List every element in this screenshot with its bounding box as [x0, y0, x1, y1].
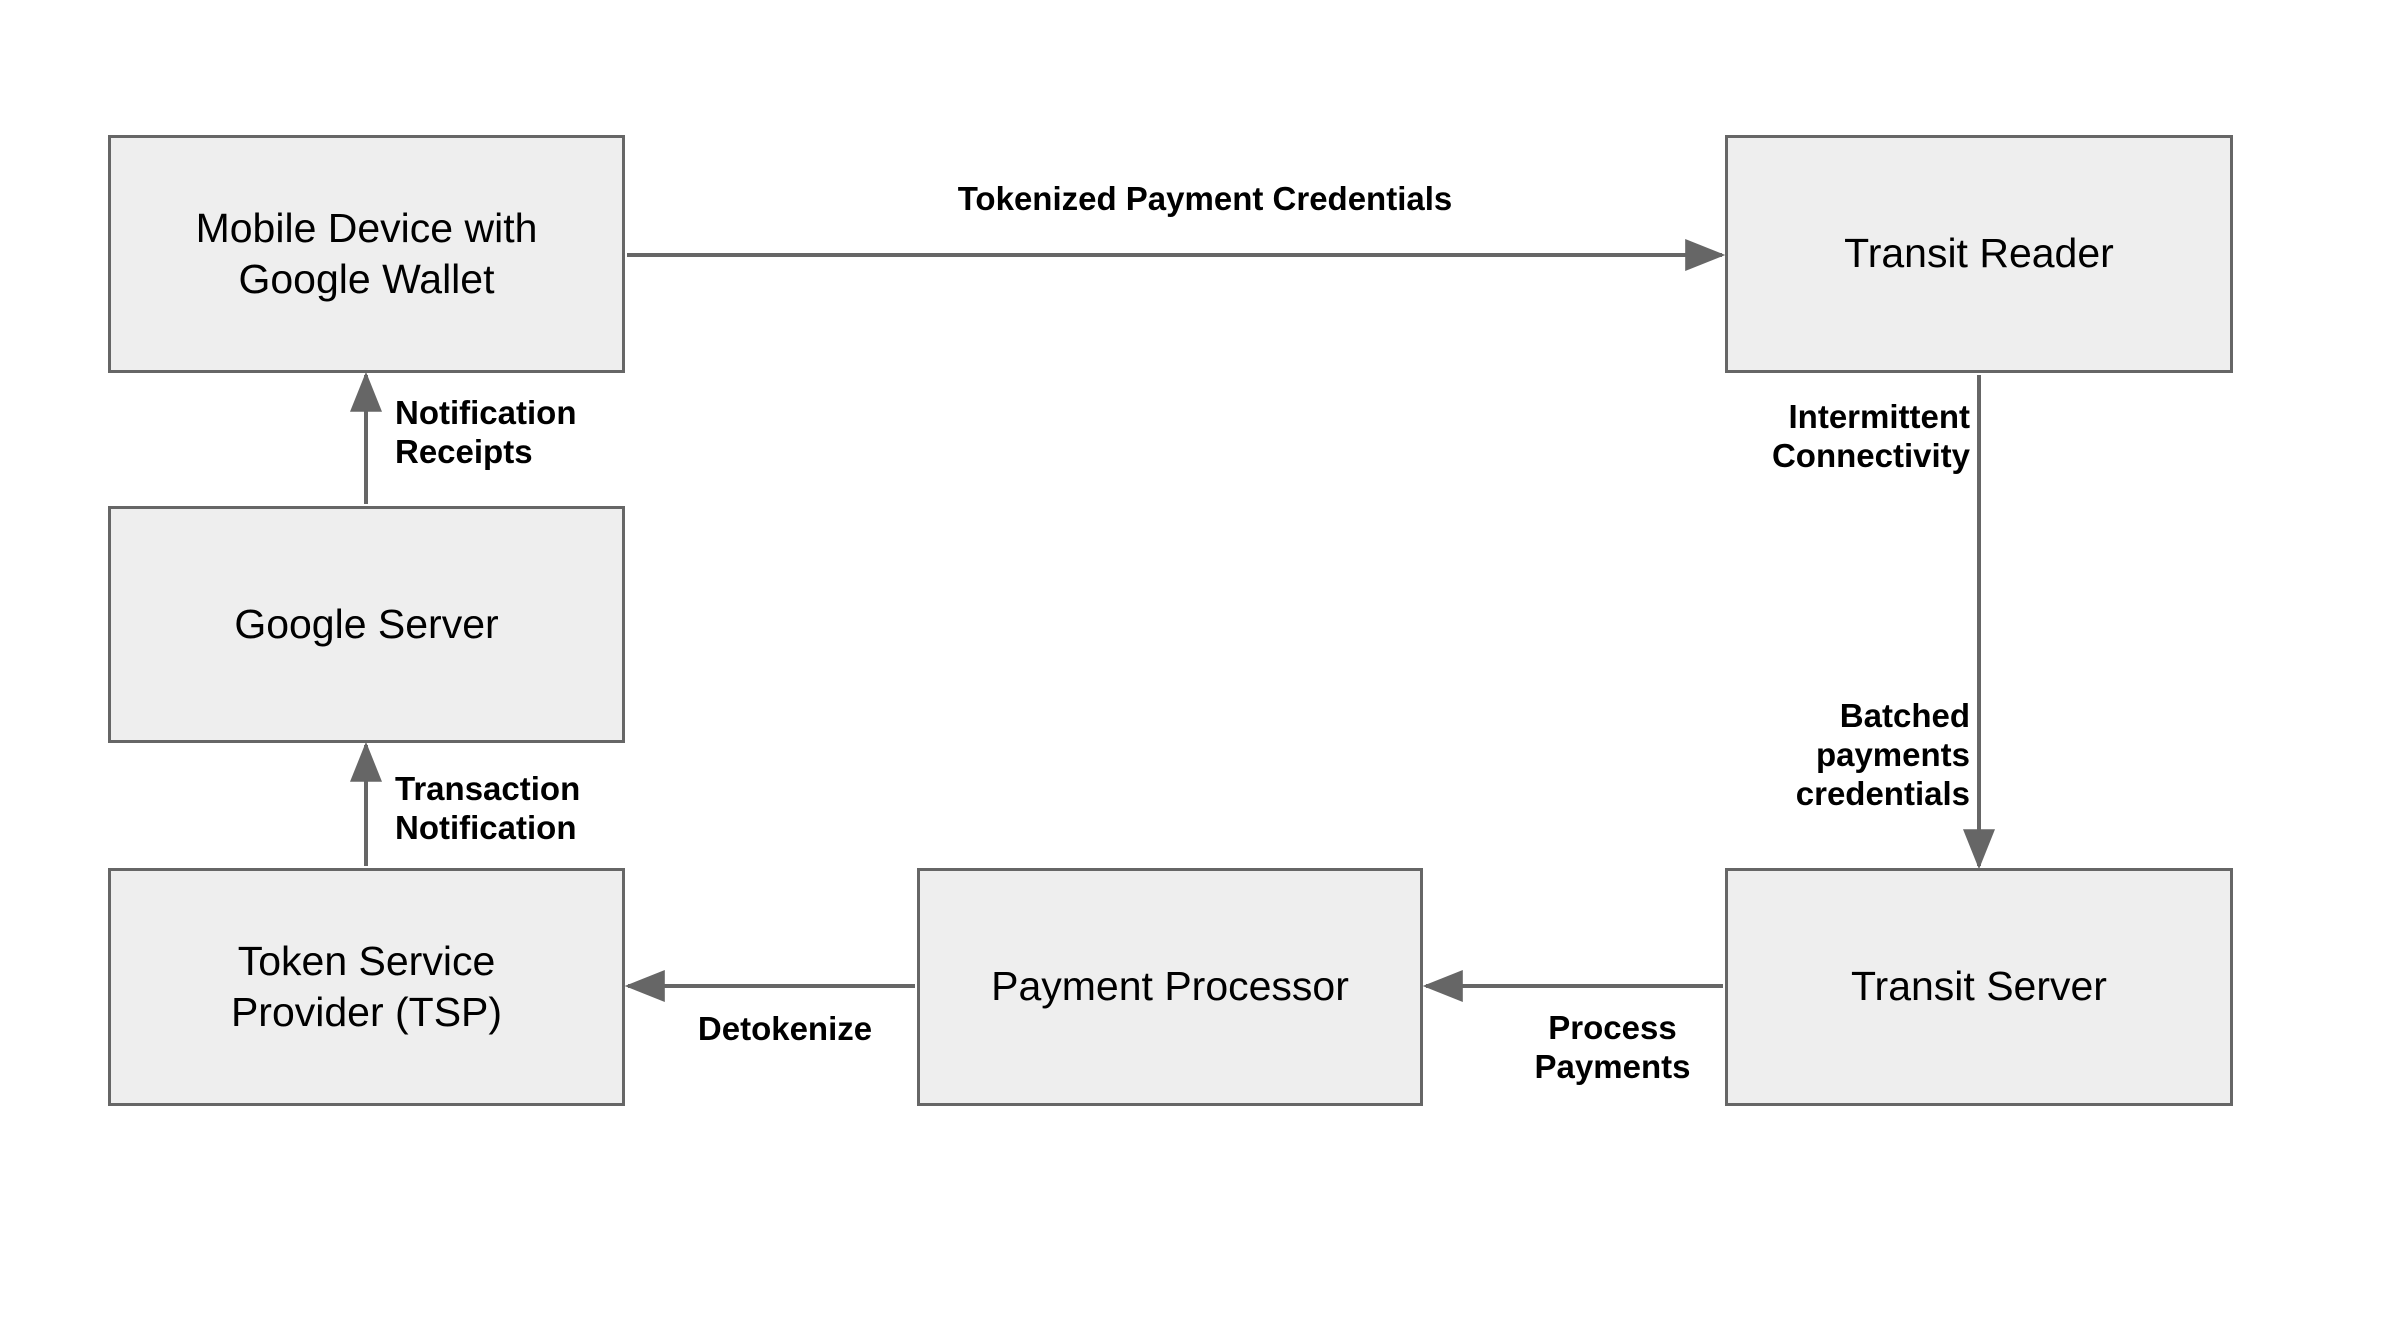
edge-label-notification-receipts: Notification Receipts: [395, 394, 577, 470]
node-google-server[interactable]: Google Server: [108, 506, 625, 743]
edge-label-intermittent-connectivity: Intermittent Connectivity: [1771, 398, 1970, 474]
edge-label-batched-payments-credentials: Batched payments credentials: [1795, 697, 1970, 812]
edge-label-tokenized-payment-credentials: Tokenized Payment Credentials: [957, 180, 1453, 217]
node-transit-server[interactable]: Transit Server: [1725, 868, 2233, 1106]
edge-label-process-payments: Process Payments: [1534, 1009, 1691, 1085]
node-mobile-device[interactable]: Mobile Device with Google Wallet: [108, 135, 625, 373]
node-token-service-provider[interactable]: Token Service Provider (TSP): [108, 868, 625, 1106]
node-payment-processor[interactable]: Payment Processor: [917, 868, 1423, 1106]
edge-label-detokenize: Detokenize: [697, 1010, 873, 1047]
edge-label-transaction-notification: Transaction Notification: [395, 770, 581, 846]
node-transit-reader[interactable]: Transit Reader: [1725, 135, 2233, 373]
